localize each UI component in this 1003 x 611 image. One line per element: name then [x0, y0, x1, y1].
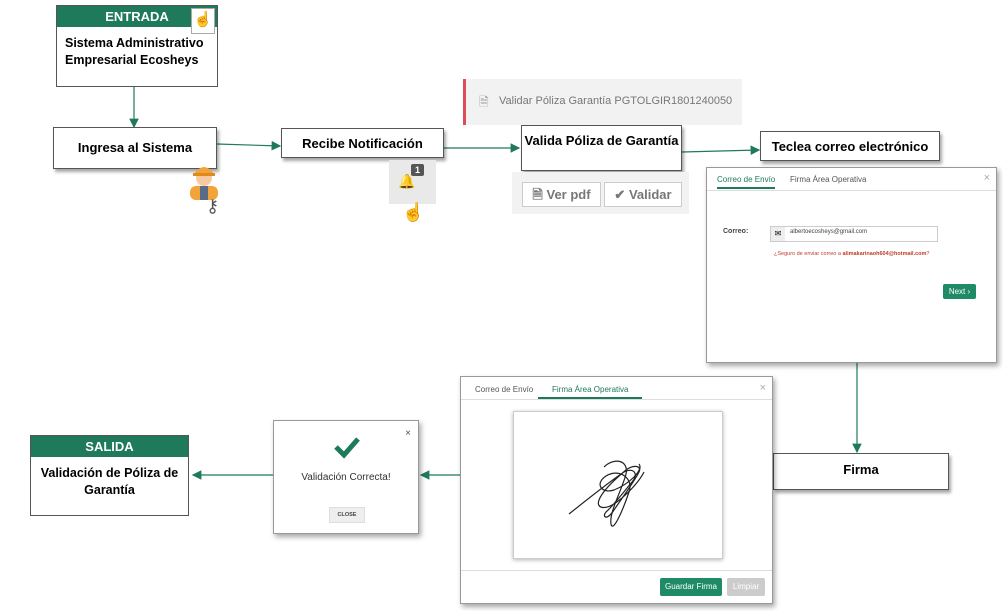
validar-bar: 🗎 Validar Póliza Garantía PGTOLGIR180124…: [463, 79, 742, 125]
arrow-valida-teclea: [681, 145, 761, 156]
confirm-email: alimakarinaoh604@hotmail.com: [842, 251, 927, 257]
pointer-hand-icon: ☝: [191, 8, 215, 34]
signature-modal: Correo de Envío Firma Área Operativa × G…: [460, 376, 773, 604]
signature-pad[interactable]: [513, 411, 723, 559]
bell-icon: 🔔: [398, 173, 416, 189]
arrow-ingresa-recibe: [216, 140, 282, 151]
pdf-icon: 🗎: [532, 187, 543, 202]
close-button[interactable]: CLOSE: [329, 507, 365, 523]
validar-bar-text: Validar Póliza Garantía PGTOLGIR18012400…: [499, 95, 733, 107]
email-field[interactable]: ✉ albertoecosheys@gmail.com: [770, 226, 938, 242]
step-recibe-label: Recibe Notificación: [302, 136, 423, 151]
tab-correo[interactable]: Correo de Envío: [717, 175, 776, 189]
step-teclea-label: Teclea correo electrónico: [771, 139, 929, 154]
email-label: Correo:: [723, 228, 749, 235]
step-valida-label: Valida Póliza de Garantía: [524, 133, 679, 148]
close-icon[interactable]: ×: [983, 172, 990, 184]
ver-pdf-label: Ver pdf: [546, 187, 591, 202]
next-button[interactable]: Next ›: [943, 284, 976, 299]
email-modal-tabs: Correo de Envío Firma Área Operativa ×: [707, 168, 996, 191]
close-icon[interactable]: ×: [405, 428, 411, 439]
check-icon: ✔: [614, 187, 626, 202]
success-message: Validación Correcta!: [301, 472, 391, 483]
pdf-file-icon: 🗎: [479, 95, 489, 109]
salida-header: SALIDA: [31, 436, 188, 457]
success-modal: × Validación Correcta! CLOSE: [273, 420, 419, 534]
key-icon: ⚷: [206, 196, 220, 216]
step-firma: Firma: [773, 453, 949, 490]
envelope-icon: ✉: [771, 227, 785, 241]
validar-button[interactable]: ✔ Validar: [604, 182, 682, 207]
signature-modal-tabs: Correo de Envío Firma Área Operativa ×: [461, 377, 772, 400]
step-ingresa-label: Ingresa al Sistema: [77, 140, 193, 155]
validar-label: Validar: [628, 187, 672, 202]
entrada-box: ENTRADA Sistema Administrativo Empresari…: [56, 5, 218, 87]
salida-body: Validación de Póliza de Garantía: [40, 466, 179, 497]
tab-firma[interactable]: Firma Área Operativa: [538, 385, 643, 399]
email-confirm-text: ¿Seguro de enviar correo a alimakarinaoh…: [774, 251, 929, 257]
email-modal: Correo de Envío Firma Área Operativa × C…: [706, 167, 997, 363]
save-signature-button[interactable]: Guardar Firma: [660, 578, 722, 596]
step-recibe: Recibe Notificación: [281, 128, 444, 158]
notification-badge: 1: [411, 164, 425, 176]
tab-firma[interactable]: Firma Área Operativa: [790, 175, 867, 184]
clear-button[interactable]: Limpiar: [727, 578, 765, 596]
tab-correo[interactable]: Correo de Envío: [475, 385, 534, 394]
step-firma-label: Firma: [843, 462, 879, 477]
step-ingresa: Ingresa al Sistema: [53, 127, 217, 169]
step-teclea: Teclea correo electrónico: [760, 131, 940, 161]
entrada-header: ENTRADA: [57, 6, 217, 27]
notification-widget[interactable]: 🔔 1: [389, 160, 436, 204]
step-valida: Valida Póliza de Garantía: [521, 125, 682, 171]
success-check-icon: [333, 435, 361, 459]
confirm-prefix: ¿Seguro de enviar correo a: [774, 251, 843, 257]
ver-pdf-button[interactable]: 🗎 Ver pdf: [522, 182, 601, 207]
pointer-hand-icon: ☝: [402, 202, 425, 222]
entrada-body: Sistema Administrativo Empresarial Ecosh…: [65, 36, 204, 67]
close-icon[interactable]: ×: [759, 382, 766, 394]
signature-footer: [461, 570, 772, 571]
confirm-suffix: ?: [926, 251, 930, 257]
worker-avatar-icon: [186, 158, 222, 200]
email-value: albertoecosheys@gmail.com: [790, 229, 868, 235]
salida-box: SALIDA Validación de Póliza de Garantía: [30, 435, 189, 516]
signature-drawing: [568, 460, 645, 527]
validate-buttons-panel: 🗎 Ver pdf ✔ Validar: [512, 172, 689, 214]
